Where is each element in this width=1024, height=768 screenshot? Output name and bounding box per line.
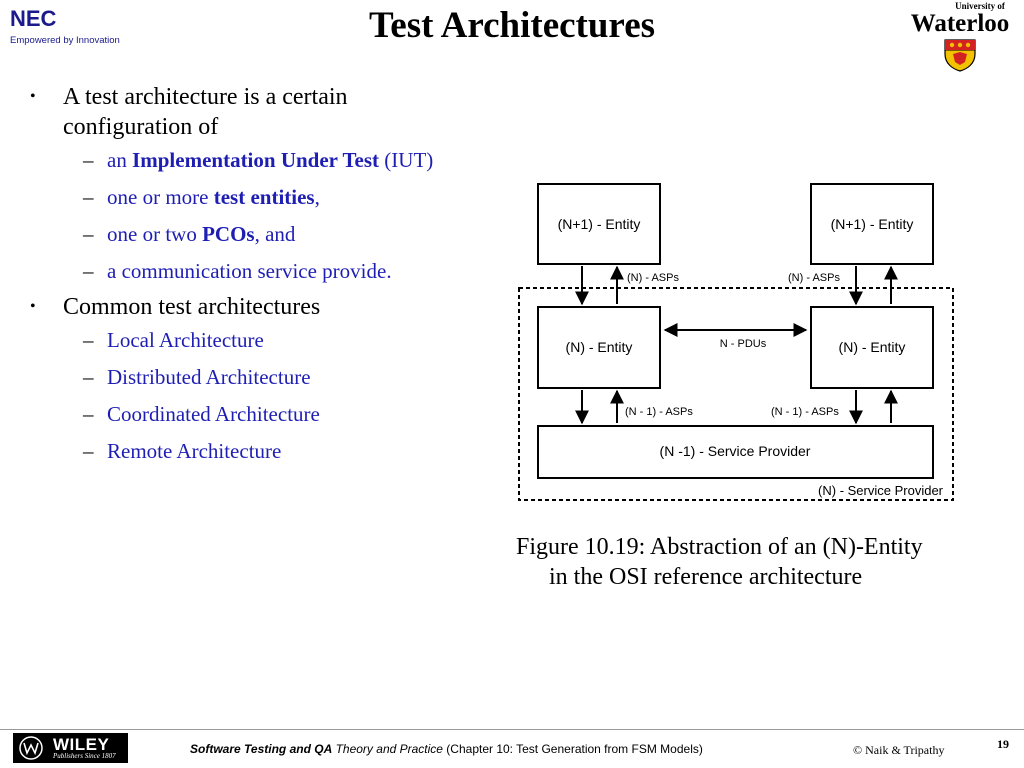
sub-bullet-item: – one or more test entities, <box>30 185 470 210</box>
dash-icon: – <box>83 439 94 463</box>
bullet-dot-icon: • <box>30 298 36 315</box>
service-provider-label: (N -1) - Service Provider <box>660 443 811 459</box>
sub-bullet-item: – Coordinated Architecture <box>30 402 470 427</box>
lower-asps-right-label: (N - 1) - ASPs <box>771 406 839 418</box>
sub-bullet-item: – Remote Architecture <box>30 439 470 464</box>
wiley-logo-name: WILEY <box>53 735 110 754</box>
mid-right-entity-label: (N) - Entity <box>839 339 906 355</box>
architecture-distributed: Distributed Architecture <box>107 365 311 389</box>
sub-bullet-item: – Distributed Architecture <box>30 365 470 390</box>
sub-bullet-item: – a communication service provide. <box>30 259 470 284</box>
waterloo-crest-icon <box>944 39 976 72</box>
architecture-remote: Remote Architecture <box>107 439 282 463</box>
dash-icon: – <box>83 365 94 389</box>
top-right-entity-box <box>810 183 934 265</box>
waterloo-logo-name: Waterloo <box>910 10 1010 37</box>
sub-bullet-item: – an Implementation Under Test (IUT) <box>30 148 470 173</box>
mid-left-entity-box <box>537 306 661 389</box>
service-provider-box <box>537 425 934 479</box>
dash-icon: – <box>83 328 94 352</box>
mid-left-entity-label: (N) - Entity <box>566 339 633 355</box>
architecture-coordinated: Coordinated Architecture <box>107 402 320 426</box>
bullet-text: Common test architectures <box>63 294 321 320</box>
sub-bullet-bold: Implementation Under Test <box>132 148 380 172</box>
nec-logo-name: NEC <box>10 6 57 31</box>
pdus-label: N - PDUs <box>720 338 767 350</box>
asps-left-label: (N) - ASPs <box>627 272 679 284</box>
top-right-entity-label: (N+1) - Entity <box>831 216 914 232</box>
waterloo-logo: University of Waterloo <box>900 2 1020 72</box>
sub-bullet-pre: one or more <box>107 185 214 209</box>
mid-right-entity-box <box>810 306 934 389</box>
page-number: 19 <box>997 737 1009 751</box>
footer-copyright: © Naik & Tripathy <box>853 743 945 757</box>
waterloo-logo-small-text: University of <box>955 1 1005 11</box>
figure-caption-line2: in the OSI reference architecture <box>549 564 863 590</box>
wiley-logo: WILEY Publishers Since 1807 <box>13 733 128 763</box>
bullet-list: • A test architecture is a certain confi… <box>30 82 470 476</box>
top-left-entity-label: (N+1) - Entity <box>558 216 641 232</box>
osi-entity-diagram: (N+1) - Entity (N+1) - Entity (N) - Enti… <box>518 183 954 501</box>
bullet-text: A test architecture is a certain configu… <box>63 84 348 140</box>
sub-bullet-post: (IUT) <box>379 148 434 172</box>
top-left-entity-box <box>537 183 661 265</box>
figure-caption-line1: Figure 10.19: Abstraction of an (N)-Enti… <box>516 534 923 560</box>
dash-icon: – <box>83 222 94 246</box>
sub-bullet-pre: a communication service provide. <box>107 259 392 283</box>
asps-right-label: (N) - ASPs <box>788 272 840 284</box>
bullet-item: • A test architecture is a certain confi… <box>30 82 470 142</box>
sub-bullet-bold: PCOs <box>202 222 255 246</box>
sub-bullet-item: – Local Architecture <box>30 328 470 353</box>
nec-logo: NEC Empowered by Innovation <box>10 8 150 58</box>
dash-icon: – <box>83 185 94 209</box>
footer-book-title: Software Testing and QA <box>190 742 333 756</box>
sub-bullet-pre: one or two <box>107 222 203 246</box>
footer-book-info: Software Testing and QA Theory and Pract… <box>190 742 703 756</box>
slide-title: Test Architectures <box>368 5 656 46</box>
wiley-emblem-icon <box>19 736 43 760</box>
sub-bullet-item: – one or two PCOs, and <box>30 222 470 247</box>
figure-caption: Figure 10.19: Abstraction of an (N)-Enti… <box>516 532 1016 592</box>
bullet-item: • Common test architectures <box>30 292 470 322</box>
bullet-dot-icon: • <box>30 88 36 105</box>
lower-asps-left-label: (N - 1) - ASPs <box>625 406 693 418</box>
dash-icon: – <box>83 148 94 172</box>
n-service-provider-label: (N) - Service Provider <box>818 483 944 498</box>
nec-logo-tagline: Empowered by Innovation <box>10 35 120 46</box>
footer-divider <box>0 729 1024 730</box>
wiley-logo-tagline: Publishers Since 1807 <box>53 752 116 760</box>
architecture-local: Local Architecture <box>107 328 264 352</box>
footer-chapter: (Chapter 10: Test Generation from FSM Mo… <box>442 742 703 756</box>
sub-bullet-post: , and <box>254 222 296 246</box>
sub-bullet-bold: test entities <box>213 185 315 209</box>
sub-bullet-post: , <box>314 185 320 209</box>
dash-icon: – <box>83 259 94 283</box>
n-service-provider-boundary <box>518 287 954 501</box>
sub-bullet-pre: an <box>107 148 133 172</box>
dash-icon: – <box>83 402 94 426</box>
footer-book-subtitle: Theory and Practice <box>332 742 443 756</box>
